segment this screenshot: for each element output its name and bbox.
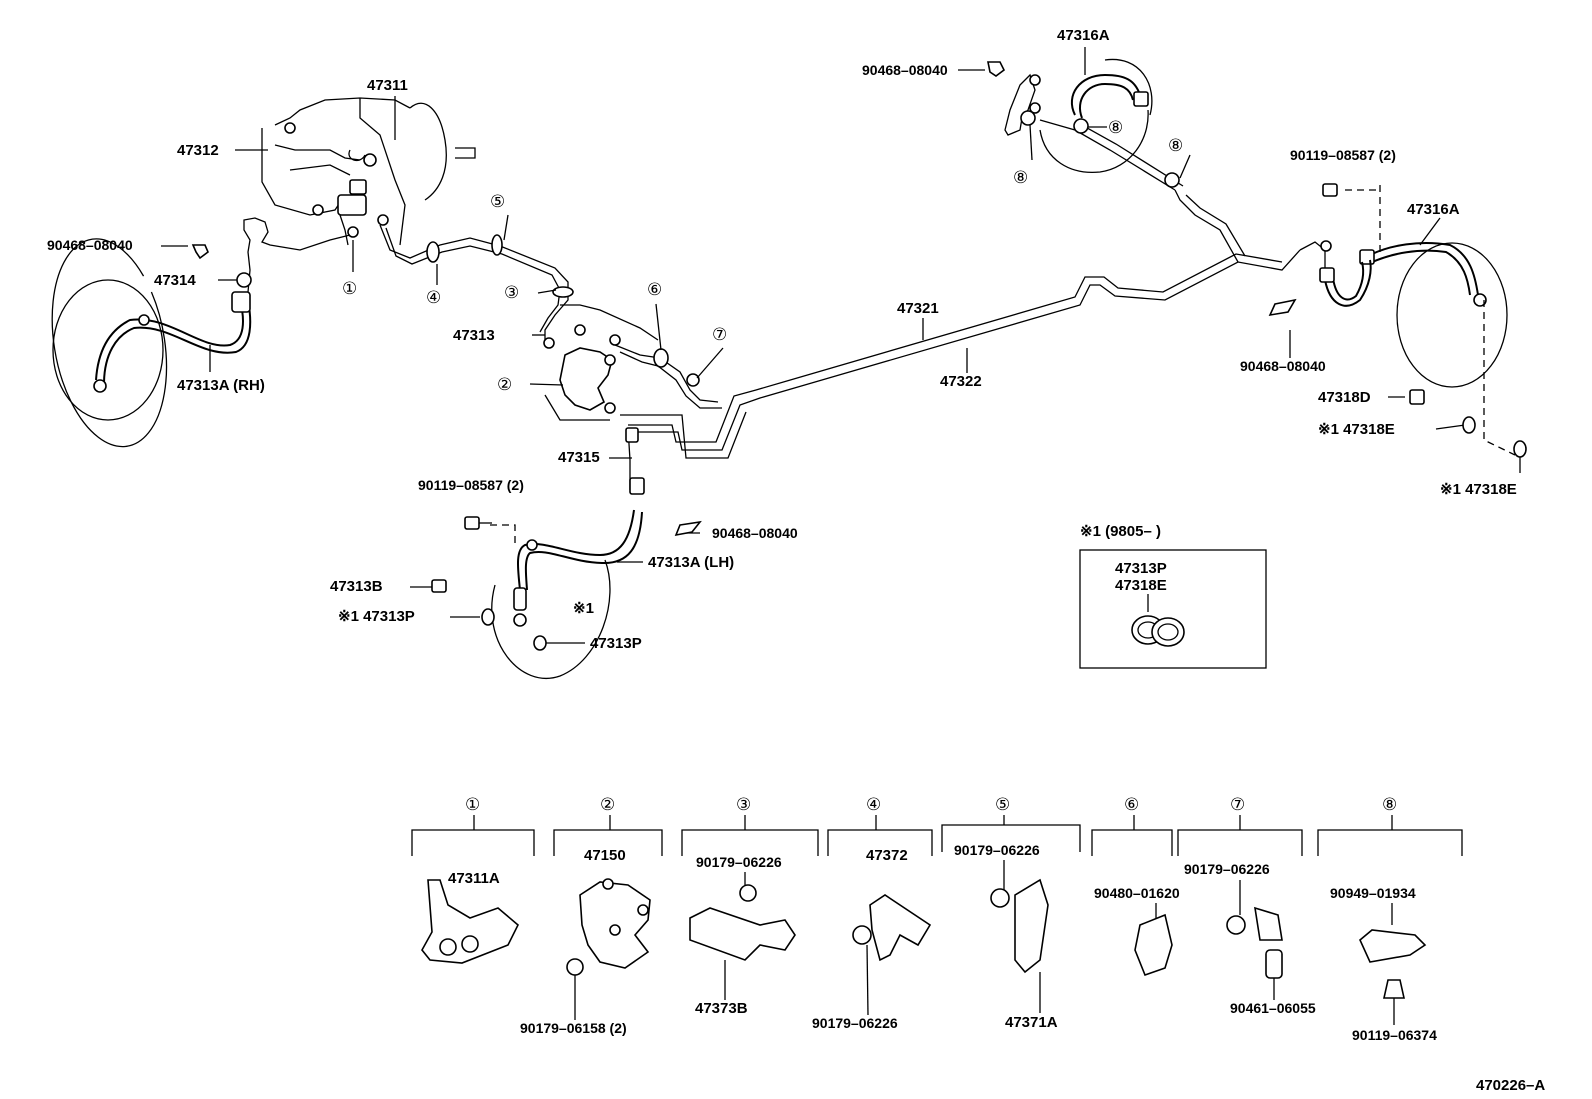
- label-47318e-b: ※1 47318E: [1440, 481, 1517, 498]
- detail-marker-7: ⑦: [1230, 795, 1245, 815]
- rh-brake-line: [243, 217, 351, 293]
- label-47312: 47312: [177, 142, 219, 159]
- detail-1-part-a: 47311A: [448, 870, 500, 887]
- detail-3-part-b: 47373B: [695, 1000, 748, 1017]
- detail-group-4: ④ 47372 90179–06226: [812, 795, 933, 1031]
- marker-7: ⑦: [712, 325, 727, 345]
- main-line-to-junction: [379, 224, 574, 345]
- label-90468-lh: 90468–08040: [712, 525, 798, 541]
- label-47321: 47321: [897, 300, 939, 317]
- detail-2-part-b: 90179–06158 (2): [520, 1020, 627, 1036]
- master-cylinder-booster: [261, 97, 476, 246]
- label-47314: 47314: [154, 272, 196, 289]
- label-90119-rr: 90119–08587 (2): [1290, 147, 1396, 163]
- label-47313a-rh: 47313A (RH): [177, 377, 265, 394]
- marker-5: ⑤: [490, 192, 505, 212]
- marker-8b: ⑧: [1013, 168, 1028, 188]
- detail-group-6: ⑥ 90480–01620: [1091, 795, 1180, 977]
- diagram-code: 470226–A: [1476, 1077, 1545, 1094]
- label-47313p-b: 47313P: [590, 635, 642, 652]
- label-90468-rh: 90468–08040: [47, 237, 133, 253]
- detail-marker-2: ②: [600, 795, 615, 815]
- detail-3-part-a: 90179–06226: [696, 854, 782, 870]
- label-47313a-lh: 47313A (LH): [648, 554, 734, 571]
- rear-rh-brake-assembly: [1299, 185, 1516, 456]
- main-lines-47321-47322: [614, 123, 1301, 459]
- label-note1-lh: ※1: [573, 600, 594, 617]
- detail-7-part-b: 90461–06055: [1230, 1000, 1316, 1016]
- detail-5-part-b: 47371A: [1005, 1014, 1058, 1031]
- label-90119-lh: 90119–08587 (2): [418, 477, 524, 493]
- detail-group-5: ⑤ 90179–06226 47371A: [941, 795, 1081, 1031]
- detail-marker-3: ③: [736, 795, 751, 815]
- detail-4-part-a: 47372: [866, 847, 908, 864]
- detail-group-2: ② 47150 90179–06158 (2): [520, 795, 663, 1036]
- label-47316a-top: 47316A: [1057, 27, 1110, 44]
- loose-fasteners: [191, 61, 1527, 651]
- detail-5-part-a: 90179–06226: [954, 842, 1040, 858]
- detail-group-3: ③ 90179–06226 47373B: [681, 795, 819, 1017]
- front-lh-brake-assembly: [490, 427, 645, 679]
- label-47313p-a: ※1 47313P: [338, 608, 415, 625]
- leader-lines: [161, 47, 1521, 644]
- marker-3: ③: [504, 283, 519, 303]
- marker-8c: ⑧: [1168, 136, 1183, 156]
- label-47315: 47315: [558, 449, 600, 466]
- detail-marker-6: ⑥: [1124, 795, 1139, 815]
- detail-8-part-b: 90119–06374: [1352, 1027, 1437, 1043]
- callout-labels: 47311 47312 90468–08040 47314 47313A (RH…: [47, 27, 1517, 652]
- junction-block: [543, 304, 659, 421]
- detail-2-part-a: 47150: [584, 847, 626, 864]
- label-47313: 47313: [453, 327, 495, 344]
- detail-group-7: ⑦ 90179–06226 90461–06055: [1177, 795, 1316, 1016]
- label-47318e-a: ※1 47318E: [1318, 421, 1395, 438]
- detail-groups: ① 47311A ② 47150 90179–06158 (2) ③: [411, 795, 1463, 1043]
- marker-8a: ⑧: [1108, 118, 1123, 138]
- detail-6-part-a: 90480–01620: [1094, 885, 1180, 901]
- label-47316a-rr: 47316A: [1407, 201, 1460, 218]
- detail-7-part-a: 90179–06226: [1184, 861, 1270, 877]
- label-90468-top: 90468–08040: [862, 62, 948, 78]
- detail-marker-8: ⑧: [1382, 795, 1397, 815]
- diagram-circle-markers: ① ② ③ ④ ⑤ ⑥ ⑦ ⑧ ⑧ ⑧: [342, 118, 1183, 395]
- detail-marker-4: ④: [866, 795, 881, 815]
- label-47313b: 47313B: [330, 578, 383, 595]
- detail-marker-1: ①: [465, 795, 480, 815]
- marker-1: ①: [342, 279, 357, 299]
- note-box-heading: ※1 (9805– ): [1080, 523, 1161, 540]
- marker-4: ④: [426, 288, 441, 308]
- rear-top-brake-assembly: [1004, 58, 1180, 188]
- label-47322: 47322: [940, 373, 982, 390]
- detail-8-part-a: 90949–01934: [1330, 885, 1416, 901]
- detail-group-1: ① 47311A: [411, 795, 535, 964]
- marker-2: ②: [497, 375, 512, 395]
- label-47318d: 47318D: [1318, 389, 1371, 406]
- detail-group-8: ⑧ 90949–01934 90119–06374: [1317, 795, 1463, 1043]
- marker-6: ⑥: [647, 280, 662, 300]
- note-box-line2: 47318E: [1115, 577, 1167, 594]
- detail-marker-5: ⑤: [995, 795, 1010, 815]
- label-47311: 47311: [367, 77, 408, 94]
- note-box: ※1 (9805– ) 47313P 47318E: [1079, 523, 1267, 669]
- detail-4-part-b: 90179–06226: [812, 1015, 898, 1031]
- note-box-line1: 47313P: [1115, 560, 1167, 577]
- label-90468-rr: 90468–08040: [1240, 358, 1326, 374]
- front-rh-brake-assembly: [51, 238, 252, 448]
